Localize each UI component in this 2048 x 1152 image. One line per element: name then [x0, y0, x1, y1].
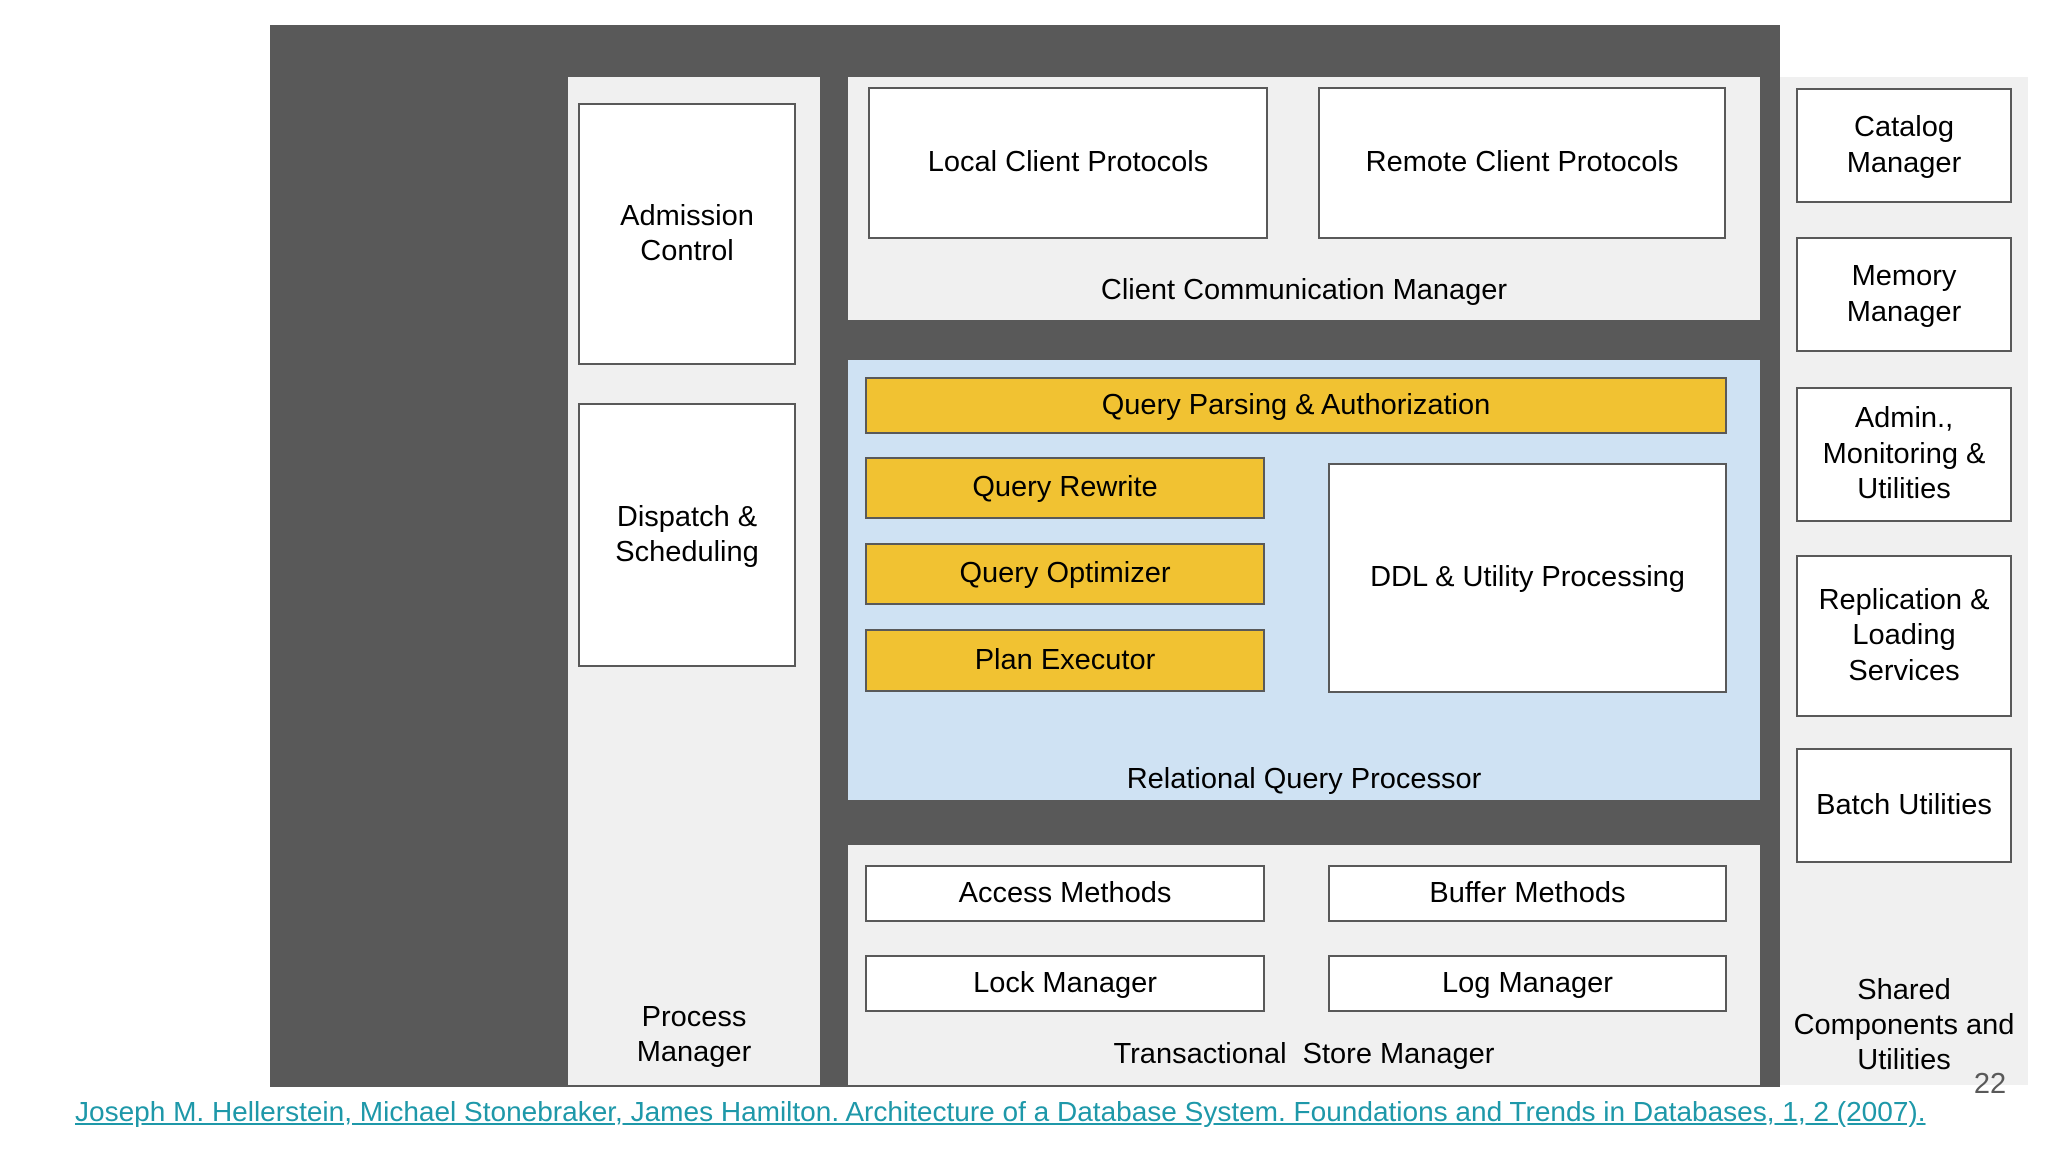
- query-parsing-authorization-box: Query Parsing & Authorization: [865, 377, 1727, 434]
- shared-components-panel: Catalog Manager Memory Manager Admin., M…: [1780, 77, 2028, 1085]
- catalog-manager-box: Catalog Manager: [1796, 88, 2012, 203]
- relational-query-processor-label: Relational Query Processor: [1126, 763, 1482, 795]
- page-number: 22: [1973, 1068, 2007, 1100]
- lock-manager-box: Lock Manager: [865, 955, 1265, 1012]
- query-rewrite-box: Query Rewrite: [865, 457, 1265, 519]
- admin-monitoring-utilities-box: Admin., Monitoring & Utilities: [1796, 387, 2012, 522]
- access-methods-box: Access Methods: [865, 865, 1265, 922]
- dispatch-scheduling-box: Dispatch & Scheduling: [578, 403, 796, 667]
- plan-executor-box: Plan Executor: [865, 629, 1265, 692]
- local-client-protocols-box: Local Client Protocols: [868, 87, 1268, 239]
- client-communication-manager-panel: Local Client Protocols Remote Client Pro…: [848, 77, 1760, 320]
- relational-query-processor-panel: Query Parsing & Authorization Query Rewr…: [848, 360, 1760, 800]
- replication-loading-services-box: Replication & Loading Services: [1796, 555, 2012, 717]
- remote-client-protocols-box: Remote Client Protocols: [1318, 87, 1726, 239]
- transactional-store-manager-panel: Access Methods Buffer Methods Lock Manag…: [848, 845, 1760, 1085]
- query-optimizer-box: Query Optimizer: [865, 543, 1265, 605]
- citation-link[interactable]: Joseph M. Hellerstein, Michael Stonebrak…: [75, 1096, 1926, 1127]
- ddl-utility-processing-box: DDL & Utility Processing: [1328, 463, 1727, 693]
- process-manager-label: Process Manager: [636, 1001, 752, 1068]
- buffer-methods-box: Buffer Methods: [1328, 865, 1727, 922]
- log-manager-box: Log Manager: [1328, 955, 1727, 1012]
- architecture-diagram-frame: Admission Control Dispatch & Scheduling …: [270, 25, 2028, 1087]
- client-communication-manager-label: Client Communication Manager: [1100, 274, 1508, 306]
- admission-control-box: Admission Control: [578, 103, 796, 365]
- batch-utilities-box: Batch Utilities: [1796, 748, 2012, 863]
- shared-components-label: Shared Components and Utilities: [1793, 974, 2015, 1076]
- transactional-store-manager-label: Transactional Store Manager: [1113, 1038, 1495, 1070]
- process-manager-panel: Admission Control Dispatch & Scheduling …: [568, 77, 820, 1085]
- memory-manager-box: Memory Manager: [1796, 237, 2012, 352]
